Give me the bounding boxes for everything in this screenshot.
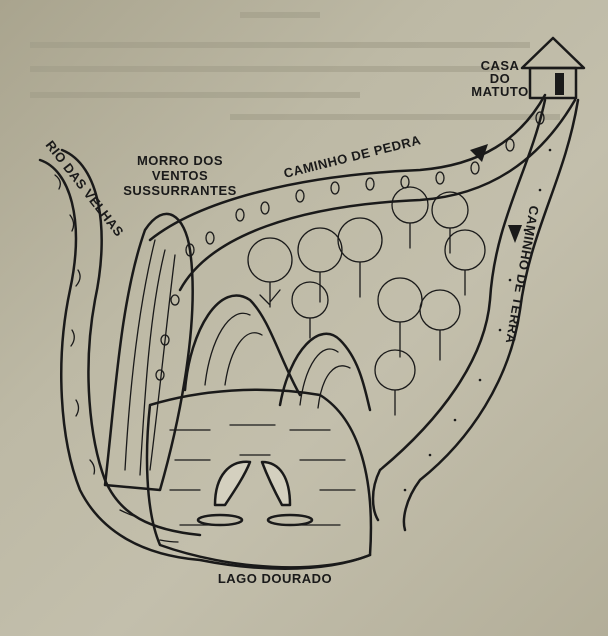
river xyxy=(38,148,372,570)
dirt-path xyxy=(371,98,580,532)
arrow-icon xyxy=(470,144,488,162)
hills xyxy=(183,294,372,412)
trees xyxy=(247,186,486,416)
label-house-1: CASA xyxy=(481,58,520,73)
lake xyxy=(145,388,373,569)
fish-icon xyxy=(196,460,314,527)
label-hill-2: VENTOS xyxy=(152,168,208,183)
arrow-icon xyxy=(508,225,522,243)
map-labels: CASA DO MATUTO RIO DAS VELHAS MORRO DOS … xyxy=(43,58,542,586)
label-river: RIO DAS VELHAS xyxy=(43,138,127,240)
label-lake: LAGO DOURADO xyxy=(218,571,332,586)
label-stone-path: CAMINHO DE PEDRA xyxy=(282,132,422,181)
label-hill-3: SUSSURRANTES xyxy=(123,183,237,198)
label-house-2: DO xyxy=(490,71,511,86)
bleed-through-text xyxy=(30,12,560,120)
label-house-3: MATUTO xyxy=(471,84,528,99)
house-icon xyxy=(520,36,586,100)
label-hill-1: MORRO DOS xyxy=(137,153,223,168)
morro-hill xyxy=(103,212,194,492)
